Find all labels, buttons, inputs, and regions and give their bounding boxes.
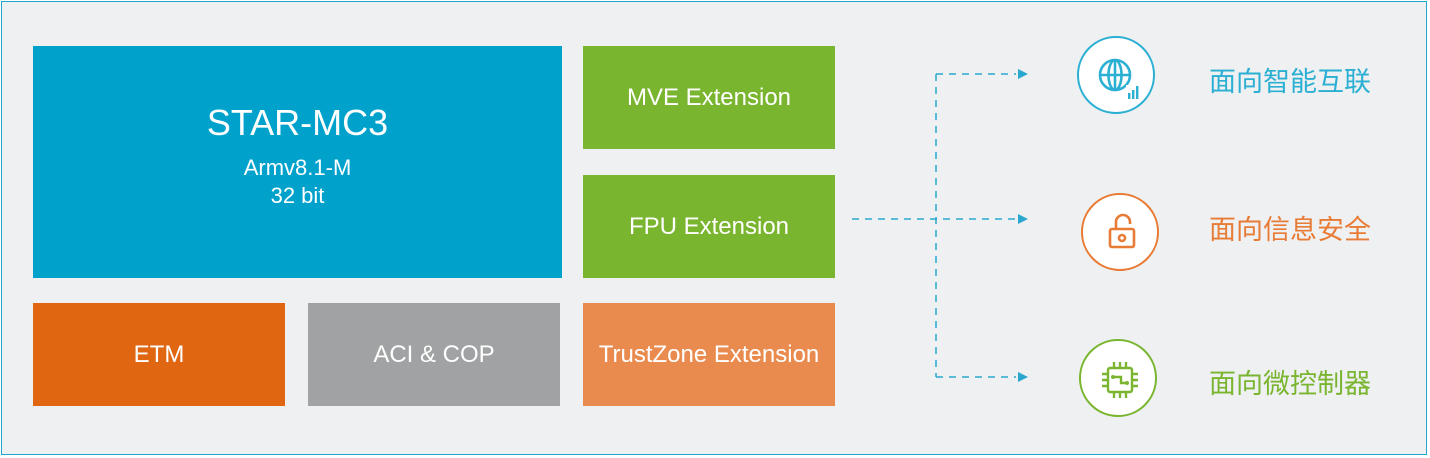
etm-block: ETM	[33, 303, 285, 406]
arrowhead-top	[1018, 69, 1028, 79]
aci-cop-block: ACI & COP	[308, 303, 560, 406]
etm-label: ETM	[133, 340, 185, 368]
fpu-extension-block: FPU Extension	[583, 175, 835, 278]
target-label-information-security: 面向信息安全	[1209, 215, 1371, 246]
trustzone-extension-label: TrustZone Extension	[598, 340, 820, 368]
core-bits: 32 bit	[270, 183, 325, 208]
open-lock-icon	[1081, 193, 1159, 271]
star-mc3-core-block: STAR-MC3 Armv8.1-M 32 bit	[33, 46, 562, 278]
mve-extension-block: MVE Extension	[583, 46, 835, 149]
core-title: STAR-MC3	[206, 102, 389, 143]
mve-extension-label: MVE Extension	[626, 83, 792, 111]
arrowhead-middle	[1018, 214, 1028, 224]
aci-cop-label: ACI & COP	[373, 340, 495, 368]
arrowhead-bottom	[1018, 372, 1028, 382]
chip-icon	[1079, 339, 1157, 417]
target-label-smart-connectivity: 面向智能互联	[1209, 67, 1371, 98]
core-arch: Armv8.1-M	[243, 155, 352, 180]
fpu-extension-label: FPU Extension	[628, 212, 790, 240]
trustzone-extension-block: TrustZone Extension	[583, 303, 835, 406]
target-label-microcontroller: 面向微控制器	[1209, 369, 1371, 400]
globe-network-icon	[1077, 36, 1155, 114]
